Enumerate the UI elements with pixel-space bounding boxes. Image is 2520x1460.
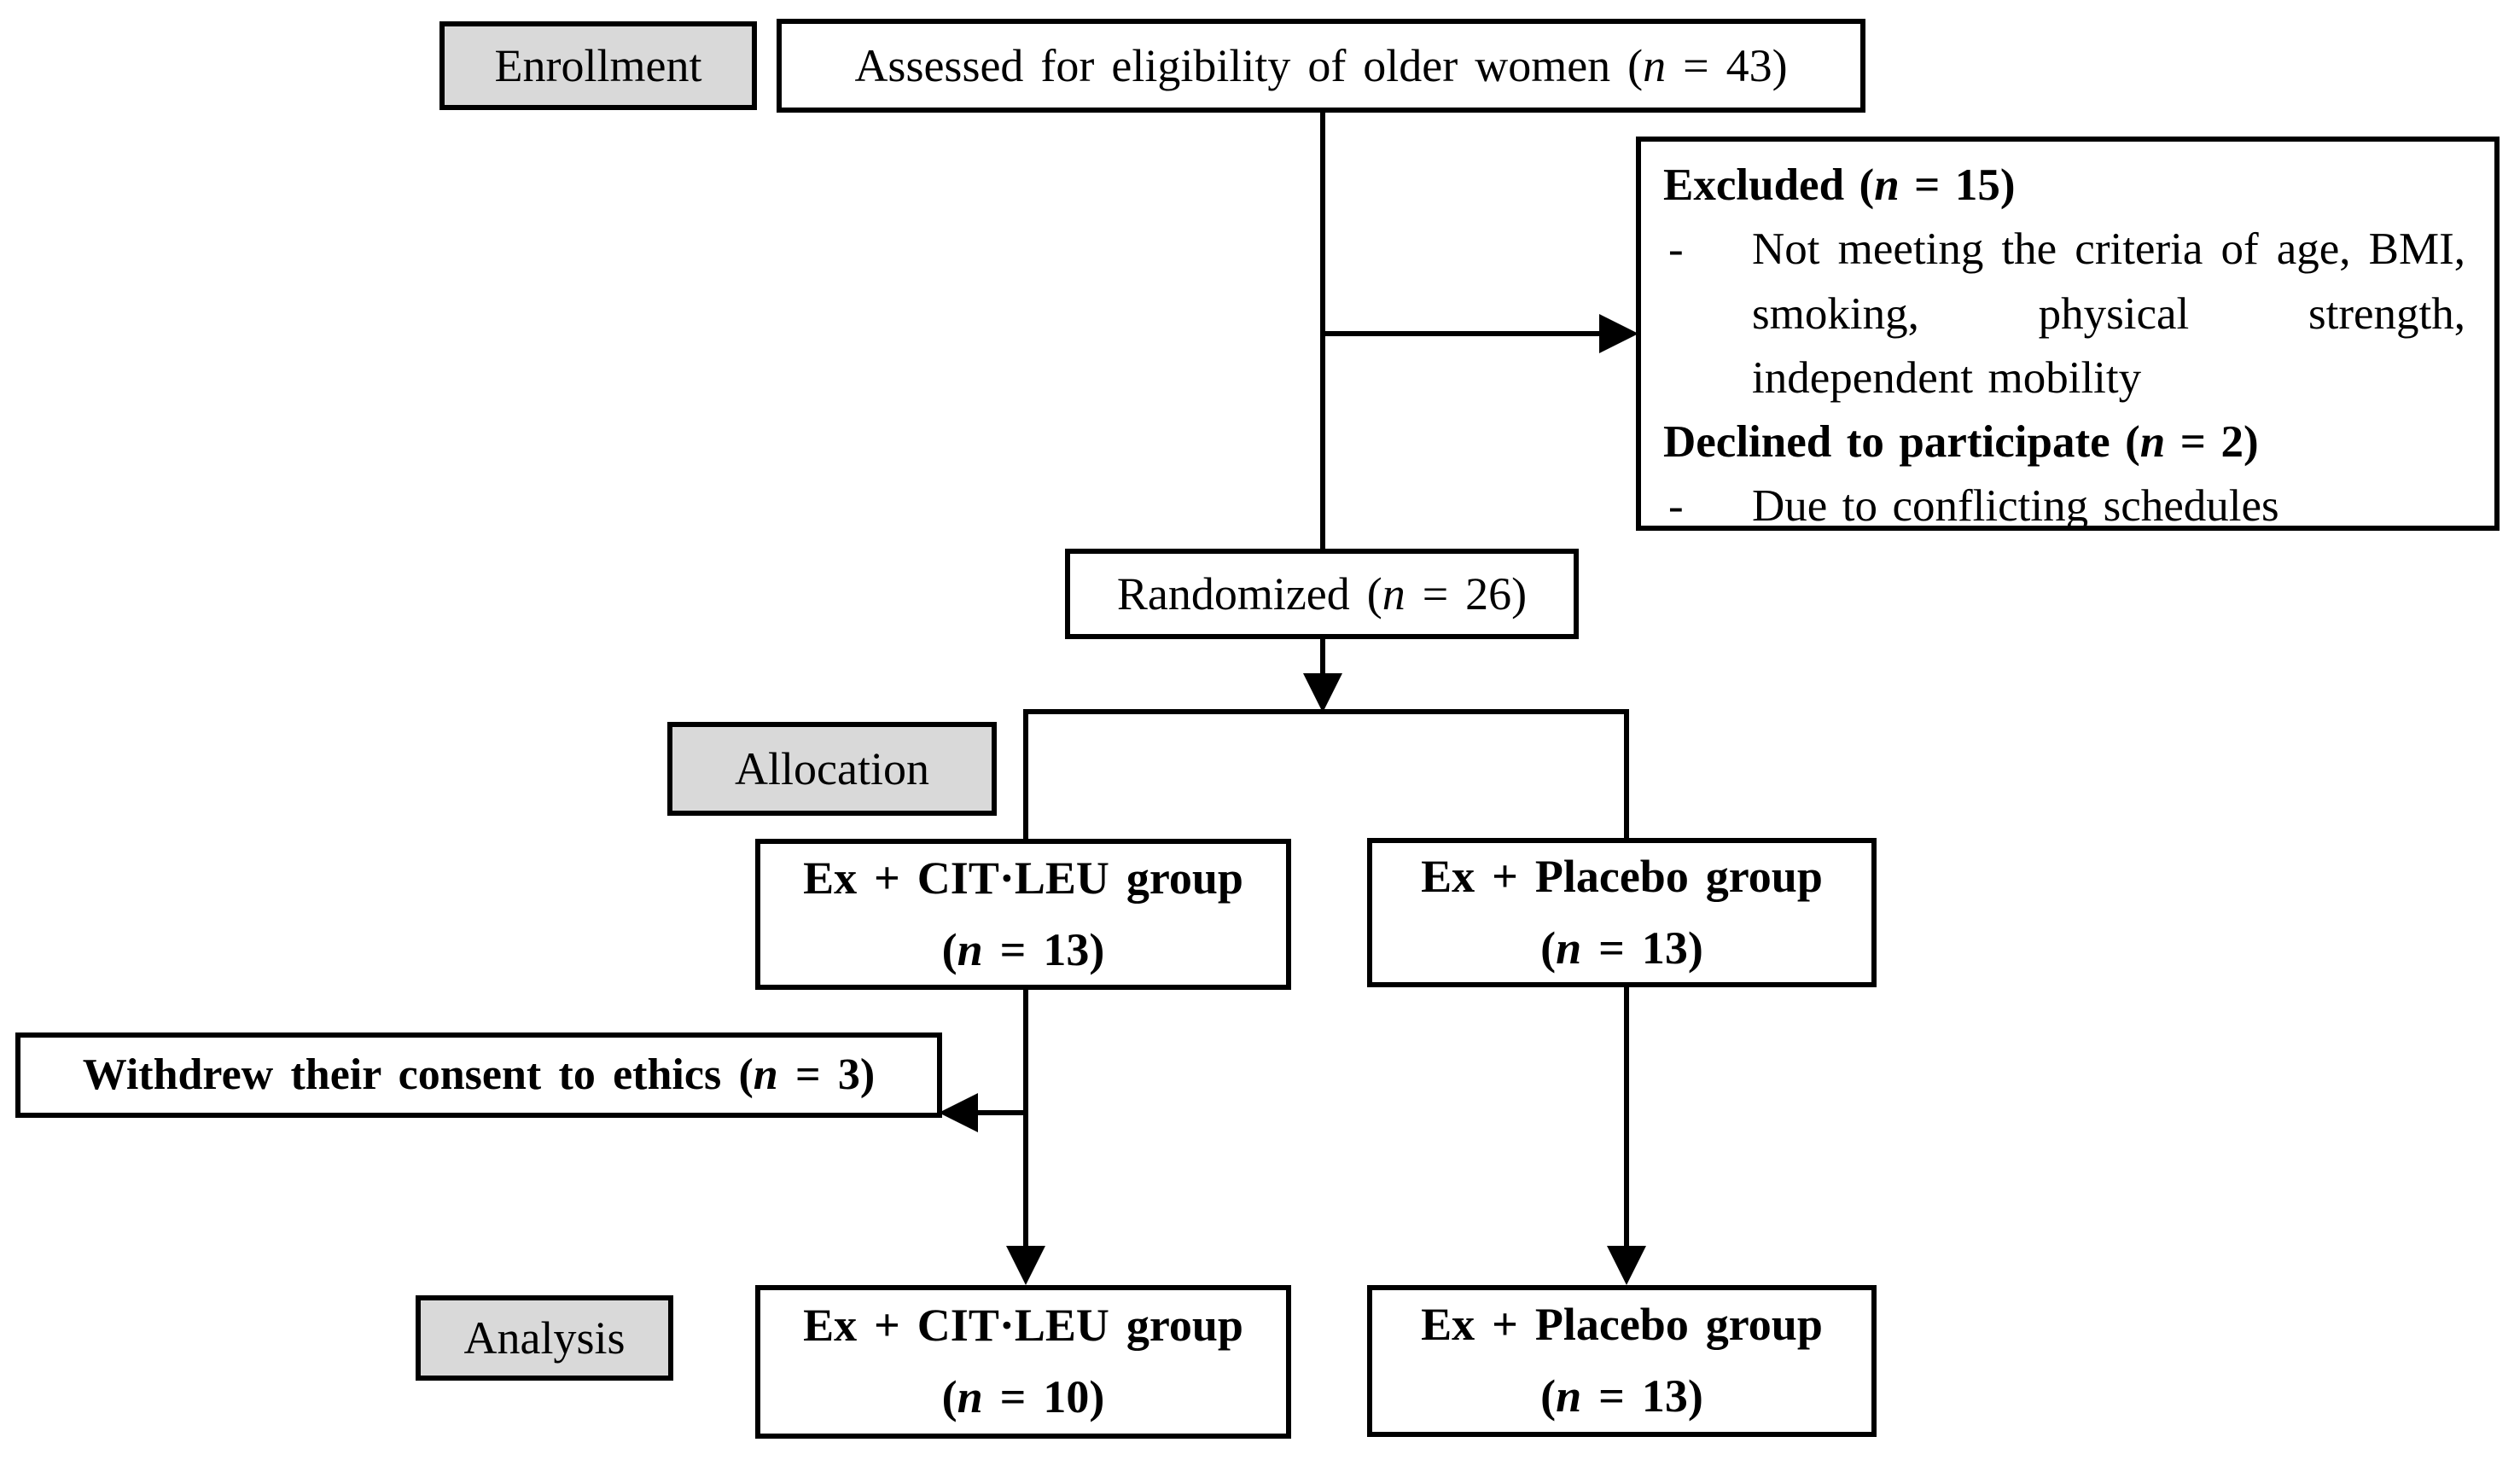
stage-label-analysis: Analysis	[416, 1295, 673, 1381]
connector-to-excluded	[1323, 331, 1604, 336]
connector-branch-left-vertical	[1023, 709, 1028, 844]
withdrew-box: Withdrew their consent to ethics (n = 3)	[15, 1032, 942, 1118]
enrollment-label: Enrollment	[494, 39, 702, 91]
n-symbol: n	[753, 1050, 778, 1100]
n-symbol: n	[1382, 567, 1405, 619]
declined-count: = 2)	[2165, 417, 2259, 467]
excluded-reason-item: - Not meeting the criteria of age, BMI, …	[1663, 218, 2477, 410]
count-suffix: = 13)	[982, 923, 1105, 975]
withdrew-text: Withdrew their consent to ethics (n = 3)	[83, 1046, 875, 1104]
group-count: (n = 13)	[942, 915, 1105, 986]
group-name-text: Ex + CIT·LEU group	[803, 852, 1243, 904]
analysis-placebo-box: Ex + Placebo group (n = 13)	[1367, 1285, 1877, 1437]
excluded-reason-text: Not meeting the criteria of age, BMI, sm…	[1752, 224, 2465, 403]
arrow-down-analysis-placebo-icon	[1607, 1246, 1646, 1285]
connector-branch-horizontal	[1023, 709, 1629, 714]
group-name-text: Ex + Placebo group	[1421, 1299, 1823, 1351]
n-symbol: n	[1556, 1370, 1582, 1422]
count-prefix: (	[941, 1371, 957, 1422]
declined-reason-item: - Due to conflicting schedules	[1663, 474, 2477, 538]
analysis-label: Analysis	[463, 1312, 626, 1364]
assessed-count: = 43)	[1666, 39, 1788, 91]
excluded-title: Excluded (n = 15)	[1663, 154, 2477, 218]
count-suffix: = 10)	[982, 1371, 1105, 1422]
connector-placebo-to-analysis	[1624, 986, 1629, 1248]
connector-branch-right-vertical	[1624, 709, 1629, 842]
randomized-count: = 26)	[1405, 567, 1528, 619]
arrow-right-excluded-icon	[1599, 314, 1638, 353]
stage-label-allocation: Allocation	[667, 722, 997, 816]
n-symbol: n	[1874, 160, 1900, 210]
assessed-text: Assessed for eligibility of older women …	[854, 36, 1787, 96]
group-count: (n = 13)	[1540, 913, 1703, 985]
randomized-text: Randomized (n = 26)	[1117, 564, 1527, 624]
allocation-citleu-box: Ex + CIT·LEU group (n = 13)	[755, 839, 1291, 990]
count-prefix: (	[941, 923, 957, 975]
withdrew-prefix: Withdrew their consent to ethics (	[82, 1050, 754, 1100]
n-symbol: n	[1556, 922, 1582, 974]
group-name: Ex + CIT·LEU group	[803, 843, 1243, 915]
declined-reason-text: Due to conflicting schedules	[1752, 481, 2279, 532]
count-prefix: (	[1540, 922, 1557, 974]
assessed-box: Assessed for eligibility of older women …	[777, 19, 1865, 113]
group-name: Ex + Placebo group	[1421, 841, 1823, 913]
randomized-box: Randomized (n = 26)	[1065, 549, 1579, 639]
excluded-prefix: Excluded (	[1663, 160, 1875, 210]
bullet-dash: -	[1668, 224, 1684, 275]
n-symbol: n	[2139, 417, 2166, 467]
stage-label-enrollment: Enrollment	[439, 21, 757, 110]
randomized-prefix: Randomized (	[1116, 567, 1382, 619]
connector-citleu-to-analysis	[1023, 988, 1028, 1248]
withdrew-count: = 3)	[777, 1050, 876, 1100]
allocation-placebo-box: Ex + Placebo group (n = 13)	[1367, 838, 1877, 987]
group-count: (n = 13)	[1540, 1361, 1703, 1433]
count-prefix: (	[1540, 1370, 1557, 1422]
bullet-dash: -	[1668, 481, 1684, 532]
arrow-down-branch-icon	[1303, 673, 1342, 713]
count-suffix: = 13)	[1581, 1370, 1703, 1422]
declined-prefix: Declined to participate (	[1663, 417, 2140, 467]
excluded-count: = 15)	[1899, 160, 2016, 210]
analysis-citleu-box: Ex + CIT·LEU group (n = 10)	[755, 1285, 1291, 1439]
group-count: (n = 10)	[942, 1362, 1105, 1434]
group-name: Ex + Placebo group	[1421, 1289, 1823, 1361]
assessed-prefix: Assessed for eligibility of older women …	[854, 39, 1644, 91]
group-name-text: Ex + Placebo group	[1421, 850, 1823, 902]
allocation-label: Allocation	[735, 742, 929, 794]
group-name-text: Ex + CIT·LEU group	[803, 1300, 1243, 1352]
count-suffix: = 13)	[1581, 922, 1703, 974]
connector-randomized-to-branch	[1320, 639, 1325, 678]
n-symbol: n	[957, 1371, 983, 1422]
excluded-box: Excluded (n = 15) - Not meeting the crit…	[1636, 137, 2500, 531]
group-name: Ex + CIT·LEU group	[803, 1290, 1243, 1362]
declined-title: Declined to participate (n = 2)	[1663, 410, 2477, 474]
arrow-left-withdrew-icon	[939, 1093, 978, 1132]
n-symbol: n	[957, 923, 983, 975]
arrow-down-analysis-citleu-icon	[1006, 1246, 1045, 1285]
n-symbol: n	[1643, 39, 1667, 91]
connector-to-withdrew	[975, 1110, 1027, 1115]
